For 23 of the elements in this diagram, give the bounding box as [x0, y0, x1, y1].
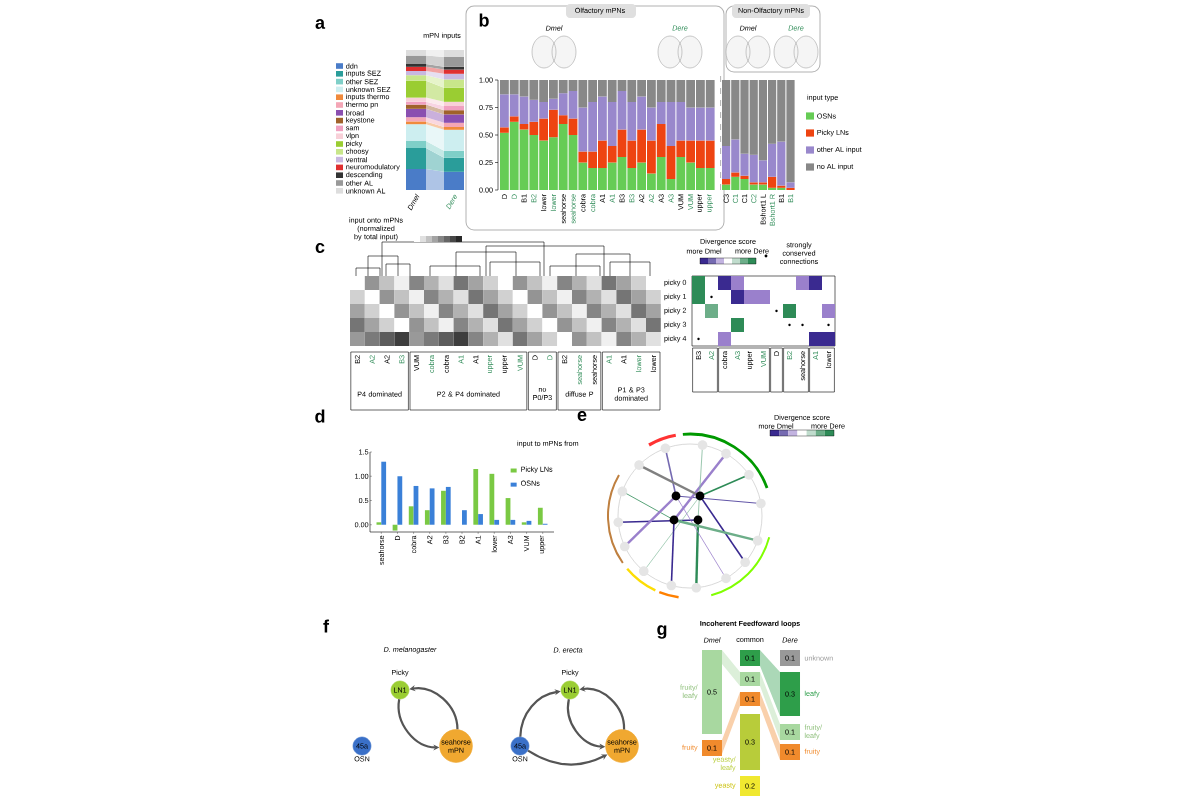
- bar: [489, 473, 495, 525]
- bar: [408, 506, 414, 525]
- bar: [381, 461, 387, 525]
- bar: [537, 507, 543, 525]
- panel-letter: e: [577, 411, 587, 421]
- panel-letter: d: [315, 409, 325, 423]
- arrow: [519, 689, 561, 737]
- panel-letter: f: [323, 619, 330, 633]
- panel-letter: b: [479, 13, 489, 27]
- bar: [441, 490, 446, 525]
- bar: [478, 514, 483, 525]
- bar: [494, 519, 500, 525]
- panel-letter: c: [315, 243, 325, 253]
- bar: [424, 510, 430, 525]
- bar: [473, 468, 479, 525]
- bar: [510, 519, 516, 525]
- bar: [397, 476, 403, 525]
- panel-letter: g: [657, 625, 667, 639]
- bar: [429, 488, 435, 525]
- panel-letter: a: [315, 19, 326, 29]
- arrow: [527, 749, 608, 766]
- bar: [462, 510, 467, 525]
- bar: [445, 486, 451, 525]
